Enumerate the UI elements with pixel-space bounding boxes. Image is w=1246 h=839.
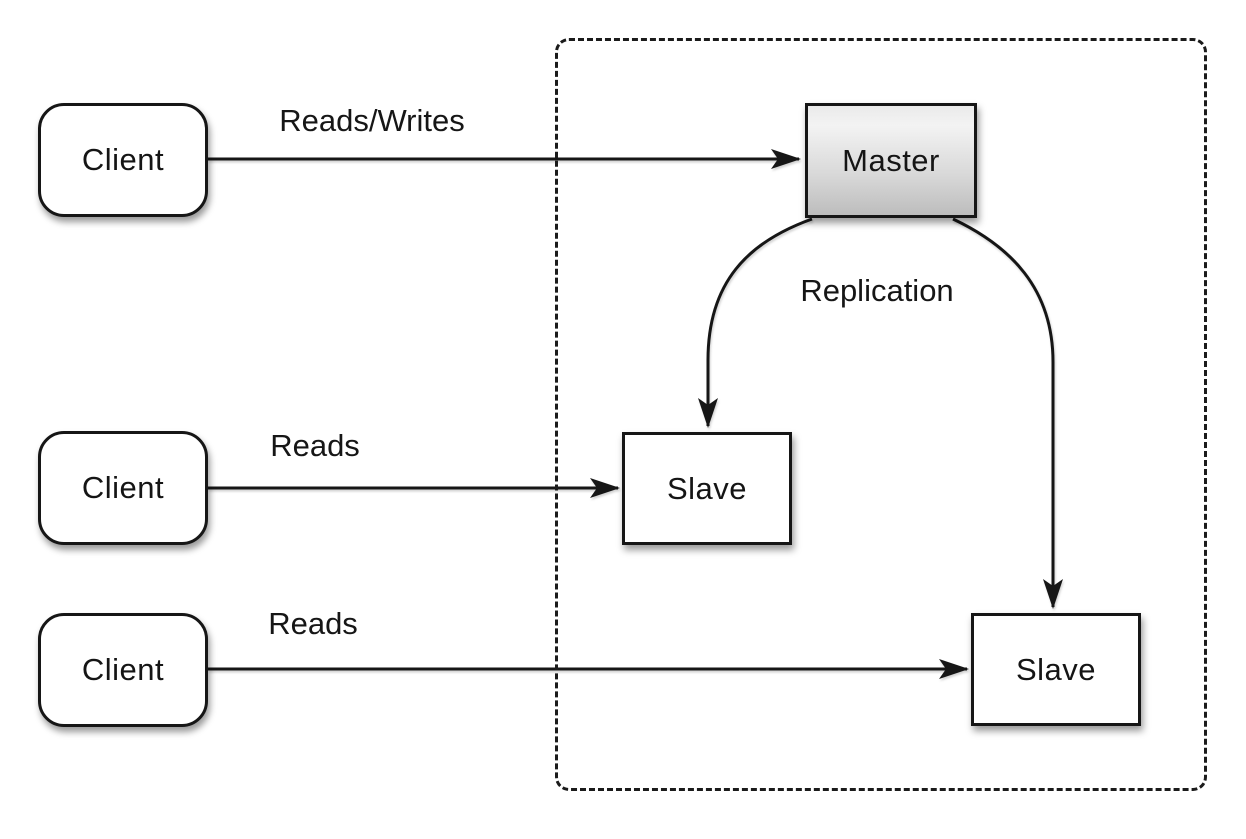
edge-label-reads-bottom: Reads xyxy=(268,606,358,641)
node-client-top: Client xyxy=(38,103,208,217)
node-client-middle: Client xyxy=(38,431,208,545)
node-slave-right: Slave xyxy=(971,613,1141,726)
replication-group-boundary xyxy=(555,38,1207,791)
edge-label-reads-middle: Reads xyxy=(270,428,360,463)
node-master-label: Master xyxy=(842,142,940,178)
node-slave-right-label: Slave xyxy=(1015,651,1097,687)
node-master: Master xyxy=(805,103,977,218)
node-client-bottom-label: Client xyxy=(81,652,165,687)
node-slave-left-label: Slave xyxy=(666,470,748,506)
node-client-middle-label: Client xyxy=(81,470,165,505)
edge-label-reads-writes: Reads/Writes xyxy=(279,103,465,138)
node-slave-left: Slave xyxy=(622,432,792,545)
edge-label-replication: Replication xyxy=(800,273,954,308)
node-client-top-label: Client xyxy=(81,142,165,177)
node-client-bottom: Client xyxy=(38,613,208,727)
